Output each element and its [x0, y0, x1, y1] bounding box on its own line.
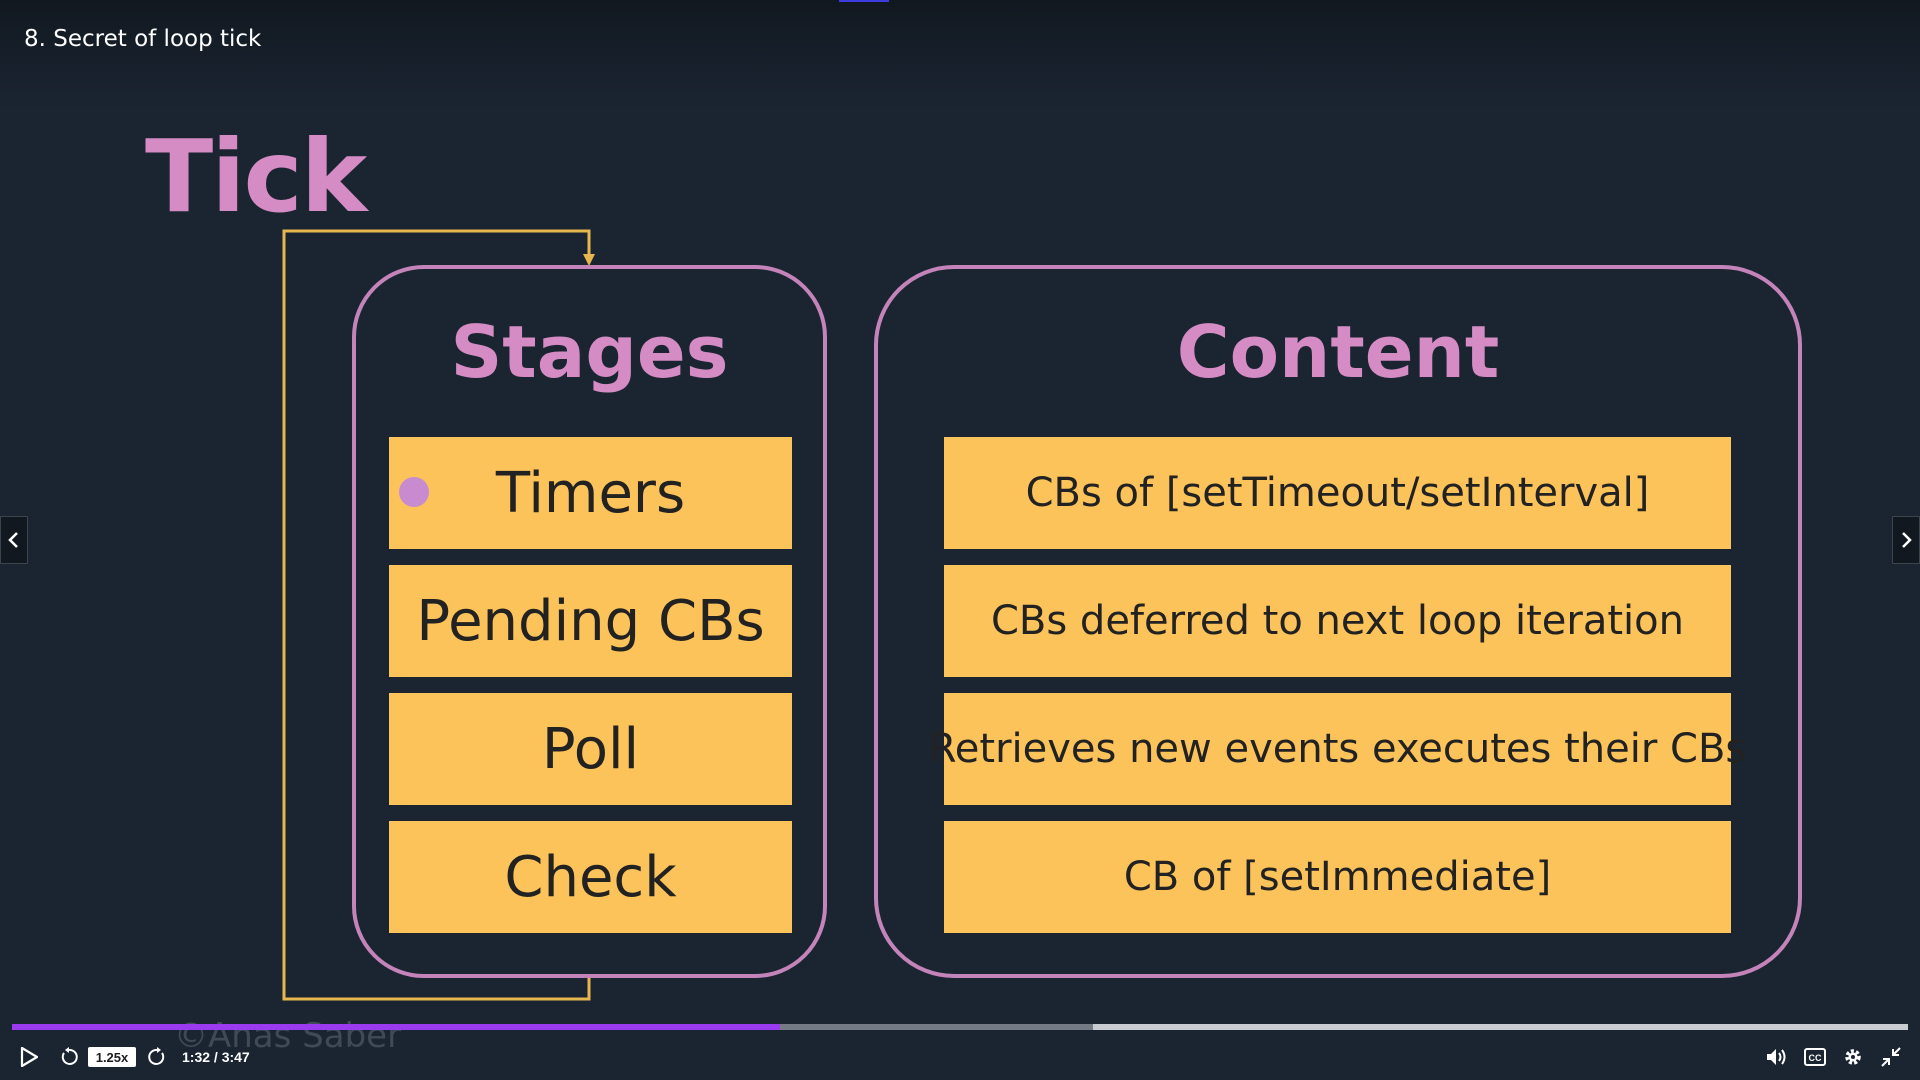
- svg-text:CC: CC: [1809, 1053, 1822, 1063]
- content-card: Retrieves new events executes their CBs: [929, 693, 1746, 805]
- rewind-icon: [61, 1047, 78, 1065]
- content-card: CBs of [setTimeout/setInterval]: [944, 437, 1731, 549]
- rewind-button[interactable]: [54, 1040, 84, 1074]
- volume-button[interactable]: [1762, 1040, 1792, 1074]
- gear-icon: [1845, 1049, 1861, 1065]
- stages-panel: Stages Timers Pending CBs Poll Check: [352, 265, 827, 978]
- play-icon: [20, 1047, 38, 1067]
- stage-card-timers: Timers: [389, 437, 792, 549]
- settings-button[interactable]: [1838, 1040, 1868, 1074]
- stage-label: Check: [504, 844, 677, 910]
- stage-label: Timers: [495, 460, 686, 526]
- exit-fullscreen-button[interactable]: [1876, 1040, 1906, 1074]
- forward-button[interactable]: [142, 1040, 172, 1074]
- active-stage-dot: [399, 477, 429, 507]
- top-shade: [0, 0, 1920, 110]
- progress-bar[interactable]: [12, 1024, 1908, 1030]
- watermark: ©Anas Saber: [174, 1016, 402, 1056]
- next-lecture-button[interactable]: [1892, 516, 1920, 564]
- previous-lecture-button[interactable]: [0, 516, 28, 564]
- content-label: CBs deferred to next loop iteration: [991, 598, 1684, 644]
- captions-icon: CC: [1804, 1048, 1826, 1066]
- content-label: CBs of [setTimeout/setInterval]: [1025, 470, 1650, 516]
- chevron-right-icon: [1902, 532, 1912, 548]
- lecture-title: 8. Secret of loop tick: [24, 26, 262, 52]
- stage-label: Pending CBs: [416, 588, 765, 654]
- play-button[interactable]: [14, 1040, 44, 1074]
- content-card: CBs deferred to next loop iteration: [944, 565, 1731, 677]
- content-label: Retrieves new events executes their CBs: [928, 726, 1747, 772]
- progress-fill: [12, 1024, 780, 1030]
- forward-icon: [148, 1047, 165, 1065]
- stage-card-pending-cbs: Pending CBs: [389, 565, 792, 677]
- stage-card-check: Check: [389, 821, 792, 933]
- chevron-left-icon: [8, 532, 18, 548]
- time-readout: 1:32 / 3:47: [182, 1049, 250, 1065]
- stage-label: Poll: [541, 716, 640, 782]
- top-accent-line: [839, 0, 889, 2]
- stage-card-poll: Poll: [389, 693, 792, 805]
- stages-heading: Stages: [450, 310, 729, 394]
- content-card: CB of [setImmediate]: [944, 821, 1731, 933]
- slide-title: Tick: [145, 118, 367, 235]
- content-heading: Content: [1176, 310, 1500, 394]
- control-bar: 1.25x 1:32 / 3:47 CC: [0, 1040, 1920, 1080]
- exit-fullscreen-icon: [1881, 1047, 1901, 1067]
- content-label: CB of [setImmediate]: [1123, 854, 1552, 900]
- volume-icon: [1767, 1049, 1786, 1065]
- content-panel: Content CBs of [setTimeout/setInterval] …: [874, 265, 1802, 978]
- playback-speed-button[interactable]: 1.25x: [88, 1047, 136, 1067]
- captions-button[interactable]: CC: [1800, 1040, 1830, 1074]
